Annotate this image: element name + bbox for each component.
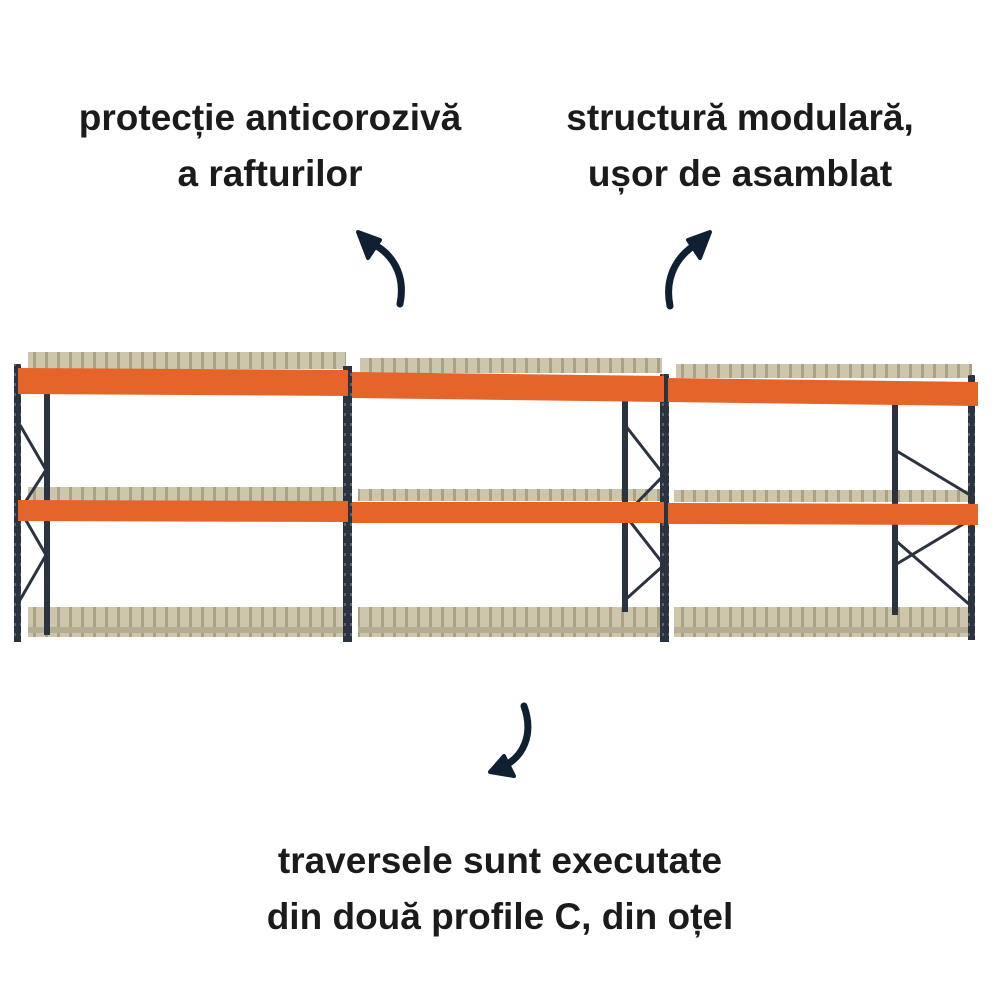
caption-beams-line1: traversele sunt executate (277, 840, 723, 881)
caption-beams-line2: din două profile C, din oțel (266, 896, 734, 937)
arrow-up-right-icon (665, 230, 712, 310)
arrow-down-left-icon (488, 702, 532, 778)
caption-modular-line2: ușor de asamblat (587, 153, 893, 194)
top-pallets (28, 352, 972, 378)
caption-modular: structură modulară, ușor de asamblat (510, 90, 970, 202)
middle-pallets (28, 487, 970, 502)
caption-beams: traversele sunt executate din două profi… (150, 833, 850, 945)
arrow-up-left-icon (356, 230, 405, 308)
bottom-pallets (28, 607, 970, 637)
caption-anticorrosion: protecție anticorozivă a rafturilor (30, 90, 510, 202)
caption-anticorrosion-line2: a rafturilor (177, 153, 363, 194)
pallet-rack-illustration (14, 352, 978, 642)
rack-beams (18, 368, 978, 525)
caption-anticorrosion-line1: protecție anticorozivă (78, 97, 462, 138)
caption-modular-line1: structură modulară, (566, 97, 914, 138)
